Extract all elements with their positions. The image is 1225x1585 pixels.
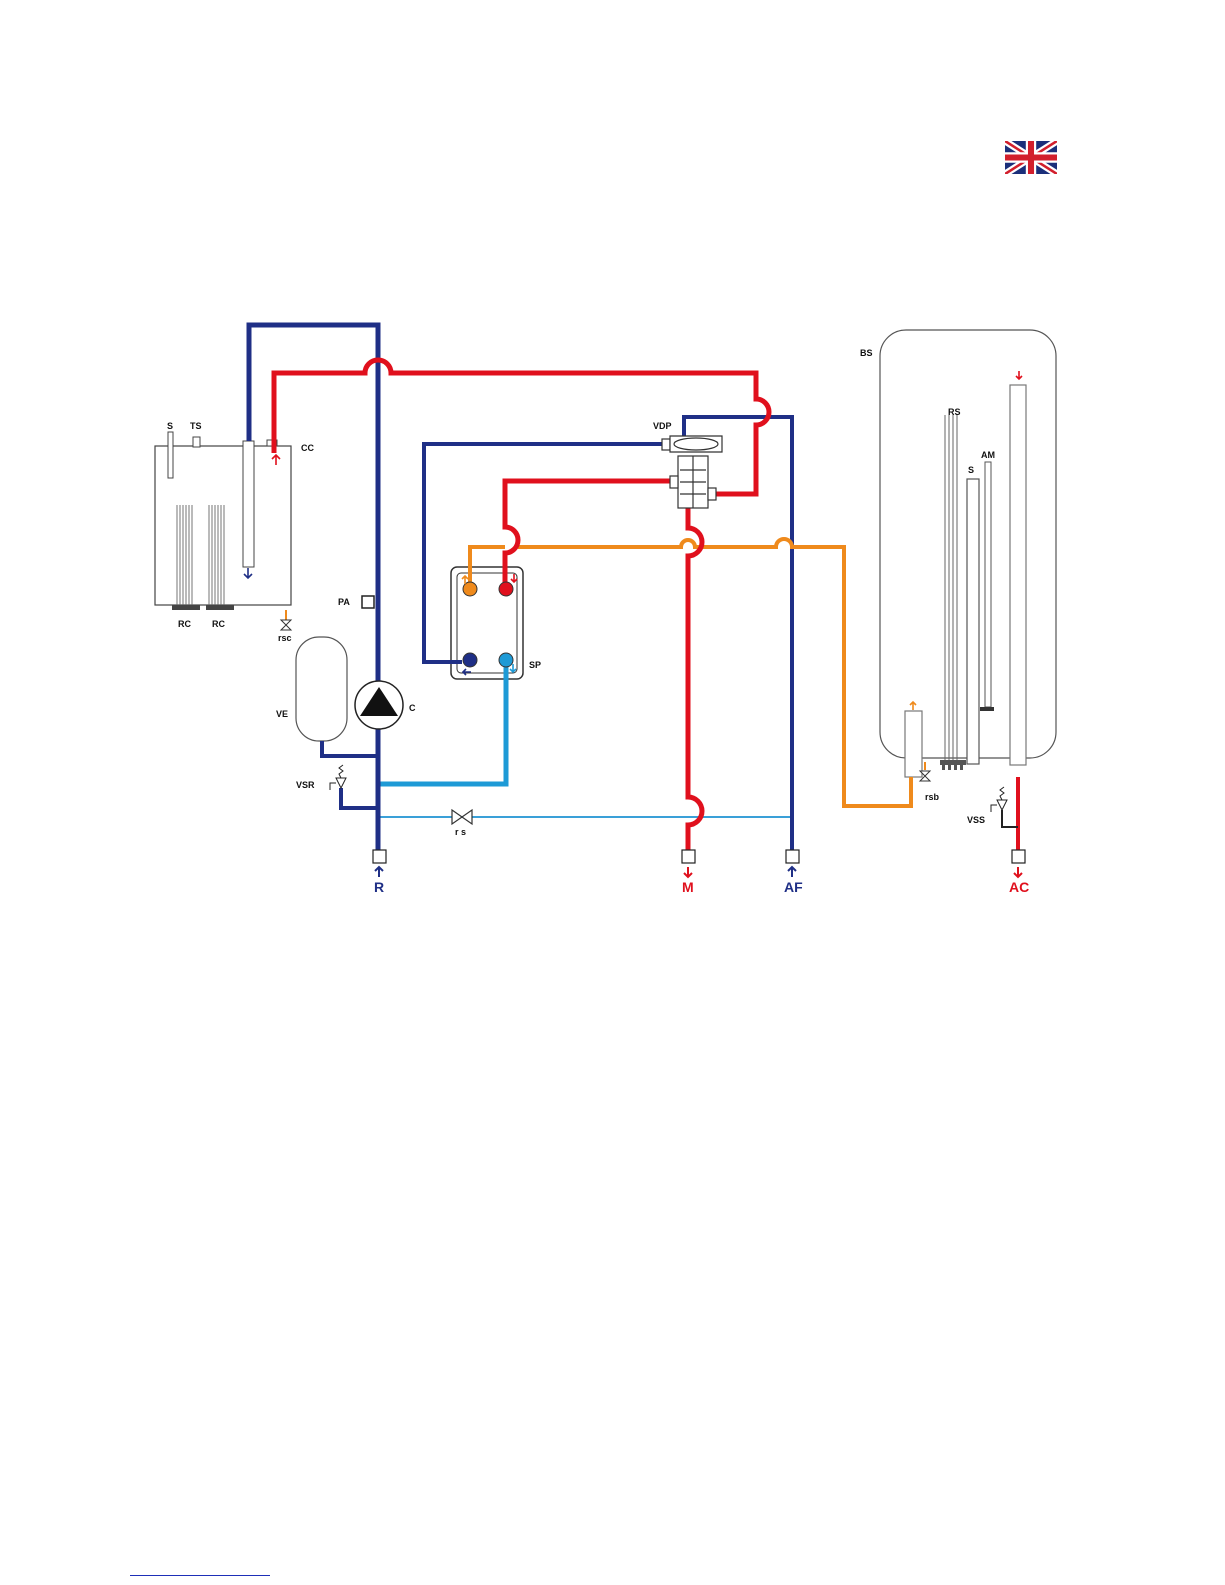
label-boiler-sensor: S: [167, 421, 173, 431]
arrow-up-icon: [788, 867, 796, 877]
tank-hot-outlet-tube: [1010, 385, 1026, 765]
label-rs: r s: [455, 827, 466, 837]
arrow-up-icon: [375, 867, 383, 877]
sp-port-red: [499, 582, 513, 596]
port-af-box: [786, 850, 799, 863]
label-vsr: VSR: [296, 780, 315, 790]
safety-valve-vss: [991, 787, 1007, 812]
label-vdp: VDP: [653, 421, 672, 431]
label-rsb: rsb: [925, 792, 940, 802]
arrow-down-icon: [684, 867, 692, 877]
tank-sensor-s: [967, 479, 979, 764]
pressure-switch-pa: [362, 596, 374, 608]
arrow-down-icon: [1014, 867, 1022, 877]
exchanger-primary-flow-pipe: [505, 481, 678, 586]
exchanger-return-pipe: [378, 663, 506, 784]
label-rs-tank: RS: [948, 407, 961, 417]
storage-tank: [880, 330, 1056, 777]
expansion-vessel: [296, 637, 347, 741]
boiler: [155, 432, 291, 610]
label-ts: TS: [190, 421, 202, 431]
port-m-box: [682, 850, 695, 863]
port-label-r: R: [374, 879, 384, 895]
port-label-af: AF: [784, 879, 803, 895]
tank-coil-inlet: [905, 711, 922, 777]
boiler-ts: [193, 437, 200, 447]
label-vss: VSS: [967, 815, 985, 825]
safety-valve-vsr: [330, 765, 346, 790]
tank-flange: [940, 760, 966, 770]
boiler-sensor-s: [168, 432, 173, 478]
label-rc-2: RC: [212, 619, 225, 629]
sp-port-lightblue: [499, 653, 513, 667]
port-label-ac: AC: [1009, 879, 1029, 895]
port-label-m: M: [682, 879, 694, 895]
label-am: AM: [981, 450, 995, 460]
label-rsc: rsc: [278, 633, 292, 643]
boiler-flow-tube: [243, 441, 254, 567]
tank-anode-am: [985, 462, 991, 707]
label-bs: BS: [860, 348, 873, 358]
footer-rule: [130, 1575, 270, 1576]
port-r-box: [373, 850, 386, 863]
label-rc-1: RC: [178, 619, 191, 629]
label-ve: VE: [276, 709, 288, 719]
sp-port-orange: [463, 582, 477, 596]
mixed-water-pipe: [688, 505, 702, 850]
port-ac-box: [1012, 850, 1025, 863]
bypass-valve-rs: [452, 810, 472, 824]
circulation-pump: [355, 681, 403, 729]
sp-port-darkblue: [463, 653, 477, 667]
label-s-tank: S: [968, 465, 974, 475]
label-pa: PA: [338, 597, 350, 607]
mixing-valve-vdp: [662, 436, 722, 508]
label-sp: SP: [529, 660, 541, 670]
label-c: C: [409, 703, 416, 713]
drain-valve-rsc: [281, 610, 291, 630]
label-cc: CC: [301, 443, 314, 453]
